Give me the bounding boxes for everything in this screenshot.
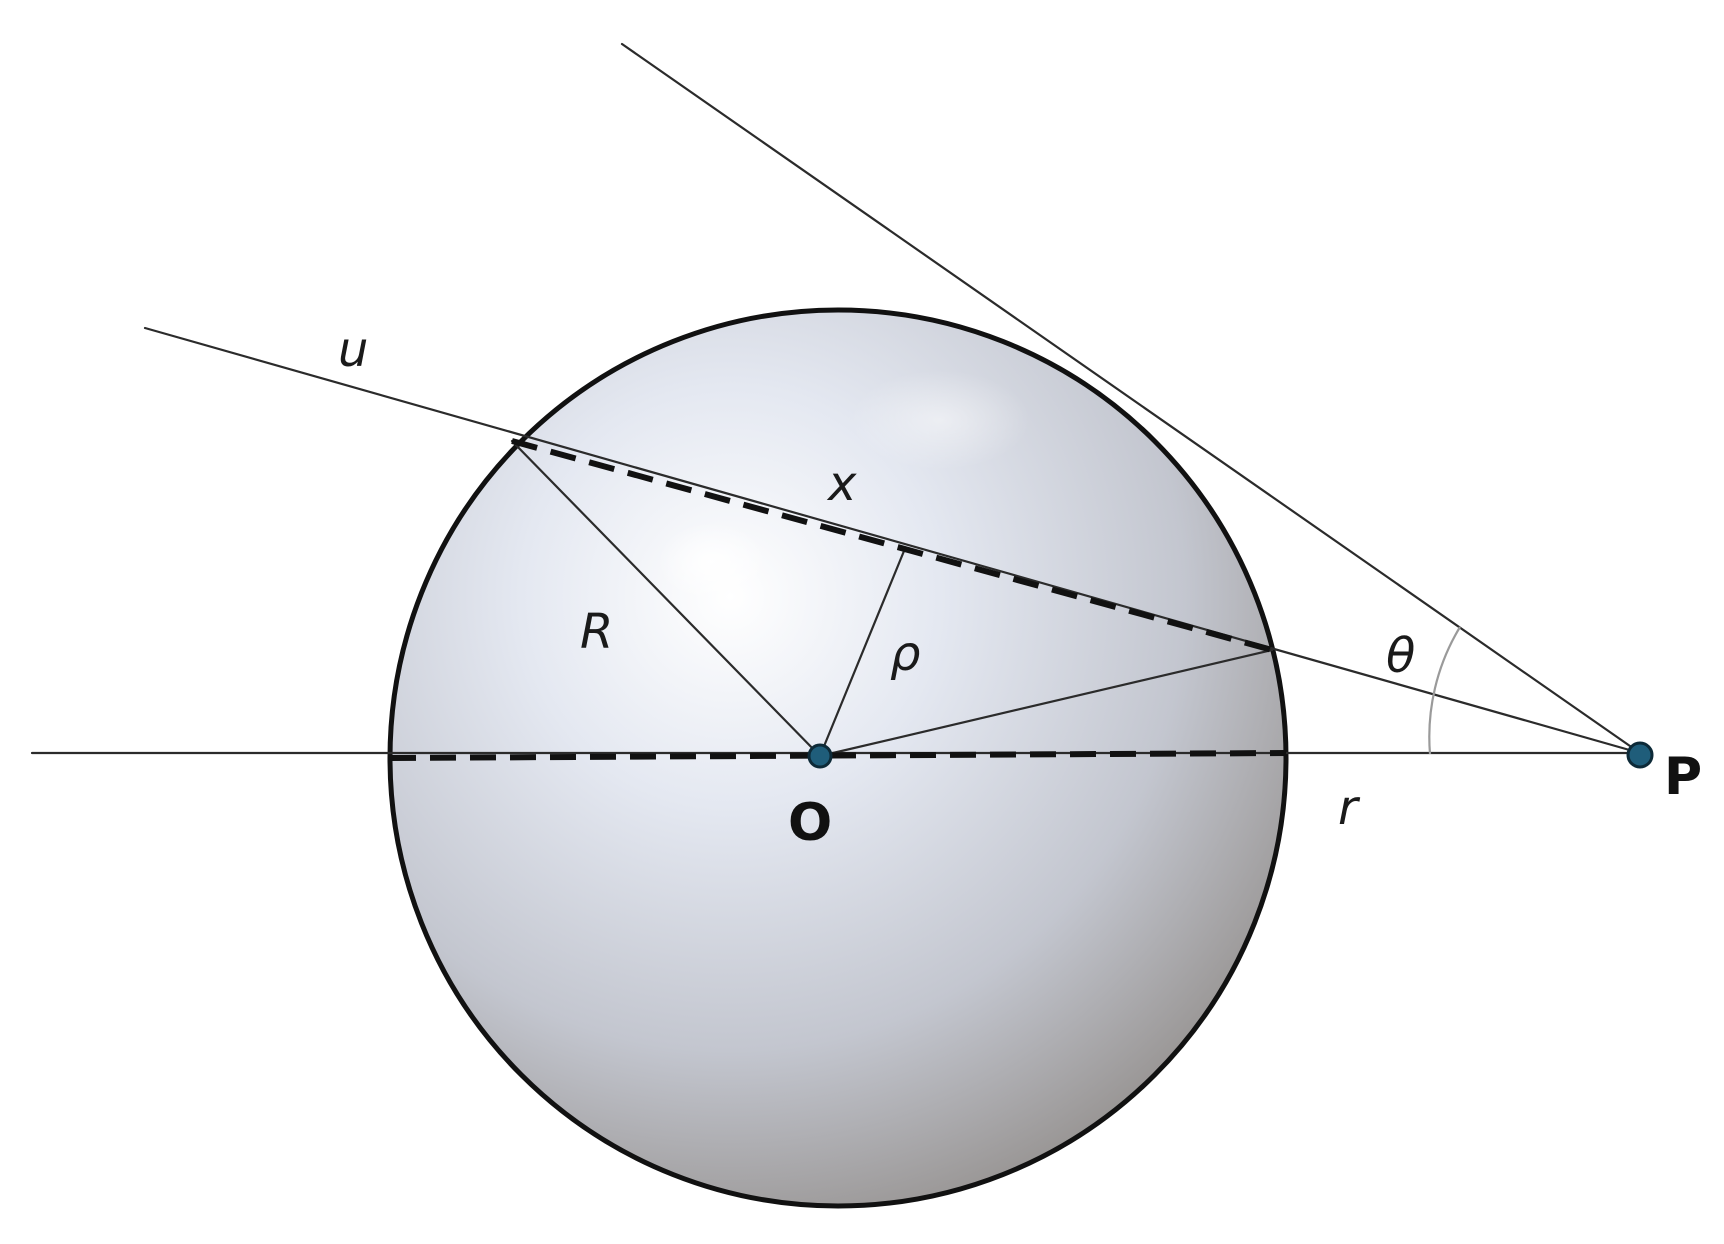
sphere-highlight-soft bbox=[850, 370, 1030, 470]
label-theta: θ bbox=[1386, 628, 1415, 684]
label-x: x bbox=[826, 456, 857, 512]
label-O: O bbox=[788, 793, 832, 853]
label-rho: ρ bbox=[890, 626, 920, 682]
perpendicular-rho bbox=[818, 549, 906, 758]
label-P: P bbox=[1664, 747, 1702, 807]
chord-x bbox=[511, 438, 1273, 653]
point-O bbox=[807, 743, 833, 769]
secant-line-u bbox=[143, 326, 1642, 755]
label-u: u bbox=[338, 322, 368, 378]
point-P bbox=[1626, 741, 1654, 769]
label-R: R bbox=[580, 604, 613, 660]
diameter-dashed bbox=[389, 750, 1287, 761]
line-O-to-chord-end bbox=[818, 648, 1274, 758]
tangent-line bbox=[620, 42, 1642, 755]
angle-theta-arc bbox=[1428, 626, 1461, 755]
sphere-highlight bbox=[657, 522, 767, 602]
label-r: r bbox=[1338, 780, 1361, 836]
radius-R bbox=[510, 439, 822, 758]
